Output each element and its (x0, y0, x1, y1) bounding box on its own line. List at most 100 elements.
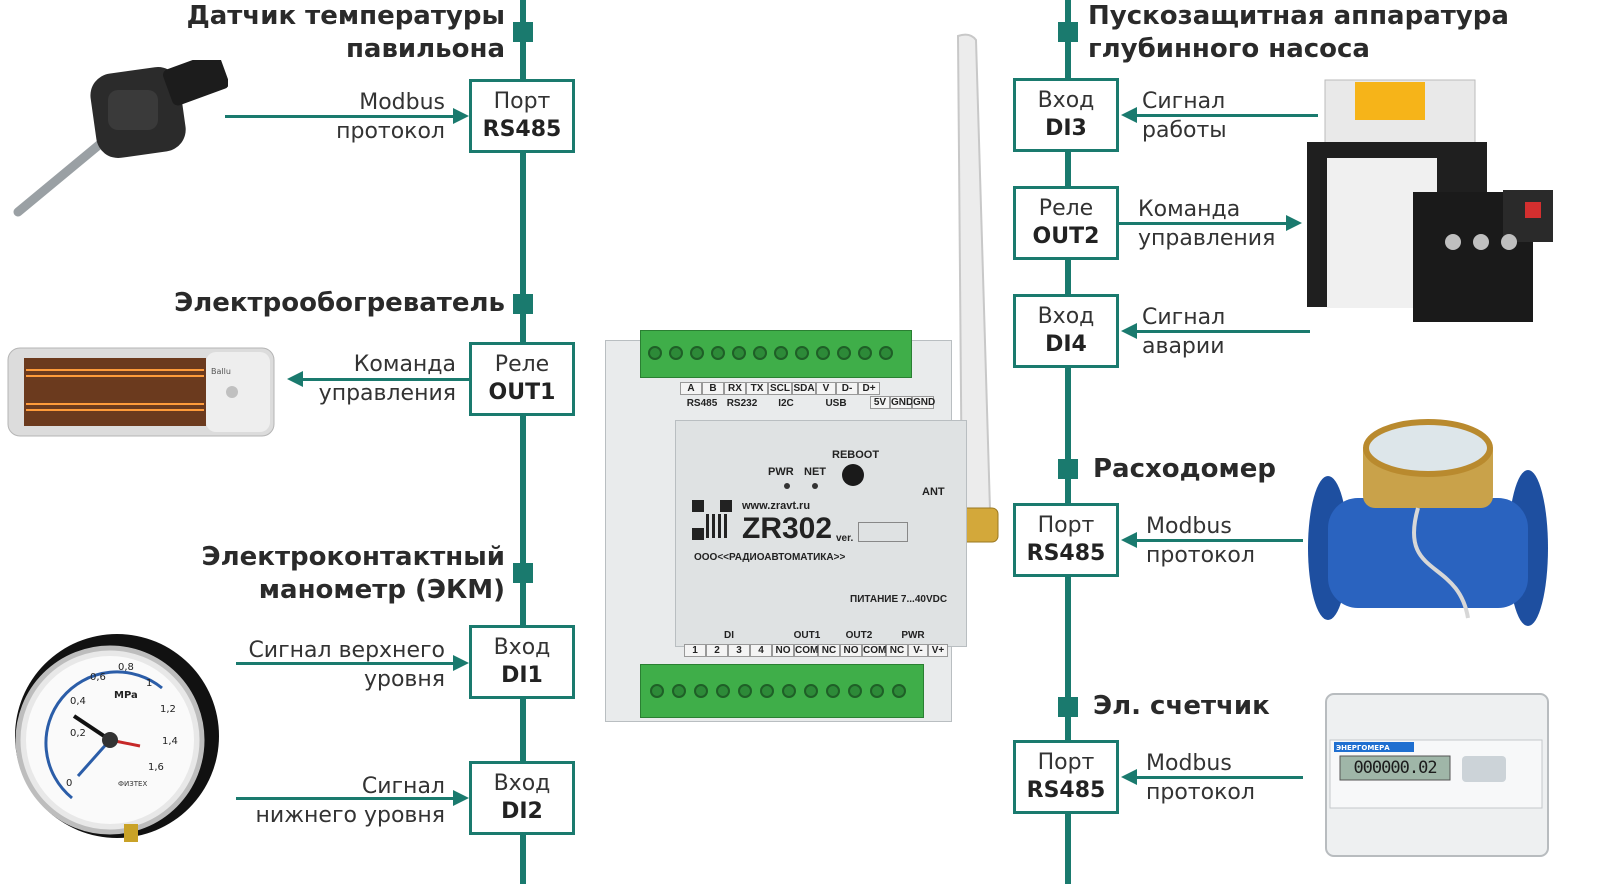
manometer-scale-1: 1 (146, 678, 153, 689)
pin-label: RX (724, 382, 746, 395)
right-bus-tick (1058, 22, 1078, 42)
port-label: Порт (493, 89, 551, 114)
pump-cmd-connector (1119, 222, 1287, 225)
manometer-scale-06: 0,6 (90, 672, 106, 683)
input-di3-box: Вход DI3 (1013, 78, 1119, 152)
arrow-right-icon (1286, 215, 1302, 231)
signal-line2: управления (318, 381, 456, 406)
port-name: OUT1 (488, 380, 556, 405)
qr-code-icon (692, 500, 732, 540)
pump-work-signal: Сигнал работы (1142, 87, 1227, 145)
port-label: Реле (1038, 196, 1094, 221)
port-label: Порт (1037, 750, 1095, 775)
port-label: Вход (1037, 88, 1095, 113)
pin-label: COM (862, 644, 887, 657)
flowmeter-title-text: Расходомер (1093, 454, 1277, 484)
signal-line1: Modbus (359, 90, 445, 115)
heater-image: Ballu (6, 340, 278, 440)
pin-label: 2 (706, 644, 728, 657)
group-label: OUT2 (845, 630, 873, 641)
heater-title-text: Электрообогреватель (174, 288, 505, 318)
port-rs485-flowmeter-box: Порт RS485 (1013, 503, 1119, 577)
signal-line1: Modbus (1146, 751, 1232, 776)
bottom-pin-labels: 1 2 3 4 NO COM NC NO COM NC V- V+ (684, 644, 948, 657)
signal-line2: аварии (1142, 334, 1225, 359)
pump-title-line1: Пускозащитная аппаратура (1088, 1, 1509, 31)
pwr-led (784, 483, 790, 489)
manometer-upper-connector (236, 662, 454, 665)
group-label: RS485 (686, 398, 718, 409)
pin-label: NO (772, 644, 794, 657)
manometer-scale-16: 1,6 (148, 762, 164, 773)
signal-line2: уровня (363, 667, 445, 692)
pump-cmd-signal: Команда управления (1138, 195, 1275, 253)
temp-sensor-connector (225, 115, 455, 118)
manometer-lower-signal: Сигнал нижнего уровня (256, 772, 445, 830)
temp-sensor-title-line1: Датчик температуры (186, 1, 505, 31)
manometer-lower-connector (236, 797, 454, 800)
signal-line2: протокол (1146, 543, 1255, 568)
pin-label: V (816, 382, 836, 395)
heater-connector (300, 378, 470, 381)
manometer-brand: ФИЗТЕХ (118, 780, 148, 788)
pump-title: Пускозащитная аппаратура глубинного насо… (1088, 0, 1509, 66)
pin-label: NC (818, 644, 840, 657)
arrow-left-icon (1121, 323, 1137, 339)
contactor-image (1303, 72, 1558, 337)
bottom-group-labels: DI OUT1 OUT2 PWR (684, 630, 934, 644)
reboot-button[interactable] (842, 464, 864, 486)
pin-label: D- (836, 382, 858, 395)
pin-label: D+ (858, 382, 880, 395)
port-name: RS485 (482, 117, 562, 142)
temp-sensor-title: Датчик температуры павильона (187, 0, 505, 66)
port-label: Порт (1037, 513, 1095, 538)
group-label: DI (724, 630, 734, 641)
pin-label: SDA (792, 382, 816, 395)
heater-brand: Ballu (211, 367, 231, 376)
flowmeter-connector (1135, 539, 1303, 542)
port-label: Реле (494, 352, 550, 377)
right-bus-line (1065, 0, 1071, 884)
pin-label: GND (912, 396, 936, 409)
arrow-right-icon (453, 108, 469, 124)
relay-out1-box: Реле OUT1 (469, 342, 575, 416)
meter-title-text: Эл. счетчик (1093, 691, 1270, 721)
pin-label: B (702, 382, 724, 395)
pin-label: 4 (750, 644, 772, 657)
meter-brand: ЭНЕРГОМЕРА (1336, 744, 1390, 752)
port-name: DI2 (501, 799, 543, 824)
pin-label: V- (908, 644, 928, 657)
pwr-led-label: PWR (768, 466, 794, 478)
pump-work-connector (1135, 114, 1318, 117)
version-label: ver. (836, 533, 854, 544)
net-led-label: NET (804, 466, 826, 478)
temp-sensor-signal: Modbus протокол (336, 88, 445, 146)
arrow-right-icon (453, 655, 469, 671)
model-label: ZR302 (742, 512, 833, 545)
manometer-upper-signal: Сигнал верхнего уровня (248, 636, 445, 694)
signal-line1: Команда (353, 352, 456, 377)
port-name: RS485 (1026, 541, 1106, 566)
meter-signal: Modbus протокол (1146, 749, 1255, 807)
temp-sensor-title-line2: павильона (345, 34, 505, 64)
port-name: DI4 (1045, 332, 1087, 357)
manometer-scale-12: 1,2 (160, 704, 176, 715)
manometer-scale-14: 1,4 (162, 736, 178, 747)
manometer-scale-0: 0 (66, 778, 73, 789)
flowmeter-image (1308, 408, 1550, 633)
signal-line2: работы (1142, 118, 1227, 143)
port-label: Вход (493, 771, 551, 796)
pin-label: 5V (870, 396, 890, 409)
website-label: www.zravt.ru (742, 500, 811, 512)
group-label: OUT1 (793, 630, 821, 641)
flowmeter-signal: Modbus протокол (1146, 512, 1255, 570)
right-bus-tick (1058, 697, 1078, 717)
signal-line2: протокол (336, 119, 445, 144)
arrow-right-icon (453, 790, 469, 806)
company-label: ООО<<РАДИОАВТОМАТИКА>> (694, 552, 846, 563)
left-bus-tick (513, 563, 533, 583)
port-rs485-meter-box: Порт RS485 (1013, 740, 1119, 814)
port-name: DI3 (1045, 116, 1087, 141)
arrow-left-icon (1121, 107, 1137, 123)
pin-label: COM (794, 644, 819, 657)
